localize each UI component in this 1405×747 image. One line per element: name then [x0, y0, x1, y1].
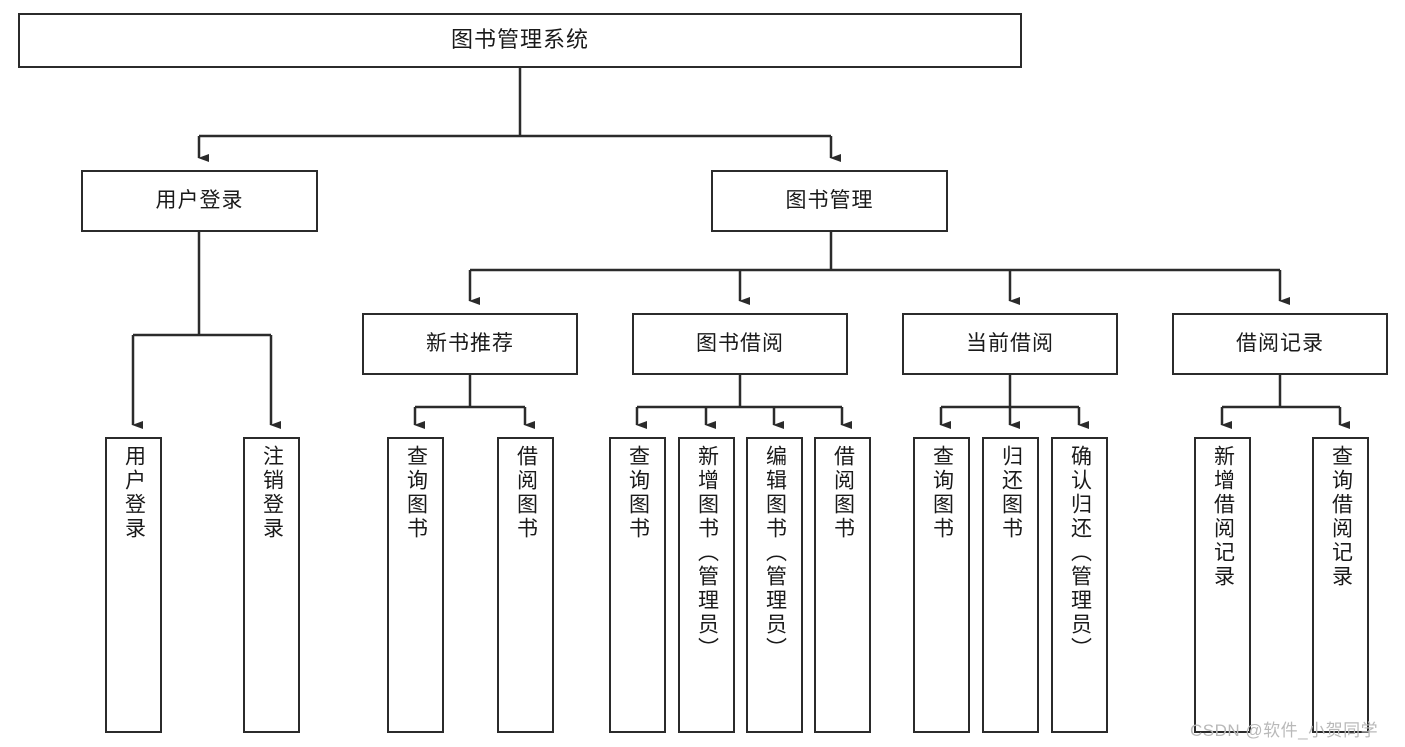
- node-label: 图书借阅: [696, 332, 784, 356]
- node-label: 查询图书: [626, 445, 650, 541]
- node-label: 图书管理: [785, 189, 874, 213]
- node-label: 查询借阅记录: [1329, 445, 1353, 589]
- node-label: 用户登录: [155, 189, 244, 213]
- node-label: 注销登录: [260, 445, 284, 541]
- node-label: 借阅记录: [1236, 332, 1324, 356]
- node-label: 用户登录: [122, 445, 146, 541]
- node-label: 编辑图书（管理员）: [763, 445, 787, 661]
- node-label: 确认归还（管理员）: [1068, 445, 1092, 661]
- leaf-new-book-borrow[interactable]: 借阅图书: [497, 437, 554, 733]
- node-label: 新增图书（管理员）: [695, 445, 719, 661]
- node-user-login[interactable]: 用户登录: [81, 170, 318, 232]
- node-book-borrow[interactable]: 图书借阅: [632, 313, 848, 375]
- leaf-record-add-record[interactable]: 新增借阅记录: [1194, 437, 1251, 733]
- leaf-current-return-book[interactable]: 归还图书: [982, 437, 1039, 733]
- node-borrow-record[interactable]: 借阅记录: [1172, 313, 1388, 375]
- node-label: 归还图书: [999, 445, 1023, 541]
- node-label: 当前借阅: [966, 332, 1054, 356]
- leaf-user-login-logout[interactable]: 注销登录: [243, 437, 300, 733]
- node-label: 图书管理系统: [450, 27, 589, 53]
- leaf-borrow-borrow-book[interactable]: 借阅图书: [814, 437, 871, 733]
- watermark-text: CSDN @软件_小贺同学: [1190, 721, 1379, 740]
- node-root-system[interactable]: 图书管理系统: [18, 13, 1022, 68]
- node-label: 借阅图书: [514, 445, 538, 541]
- node-label: 查询图书: [404, 445, 428, 541]
- leaf-current-confirm-return-admin[interactable]: 确认归还（管理员）: [1051, 437, 1108, 733]
- leaf-borrow-add-book-admin[interactable]: 新增图书（管理员）: [678, 437, 735, 733]
- node-label: 查询图书: [930, 445, 954, 541]
- node-label: 新书推荐: [426, 332, 514, 356]
- leaf-current-query-book[interactable]: 查询图书: [913, 437, 970, 733]
- leaf-new-book-query[interactable]: 查询图书: [387, 437, 444, 733]
- node-current-borrow[interactable]: 当前借阅: [902, 313, 1118, 375]
- leaf-record-query-record[interactable]: 查询借阅记录: [1312, 437, 1369, 733]
- leaf-user-login-login[interactable]: 用户登录: [105, 437, 162, 733]
- node-label: 借阅图书: [831, 445, 855, 541]
- node-book-management[interactable]: 图书管理: [711, 170, 948, 232]
- node-new-book-recommend[interactable]: 新书推荐: [362, 313, 578, 375]
- node-label: 新增借阅记录: [1211, 445, 1235, 589]
- leaf-borrow-query-book[interactable]: 查询图书: [609, 437, 666, 733]
- leaf-borrow-edit-book-admin[interactable]: 编辑图书（管理员）: [746, 437, 803, 733]
